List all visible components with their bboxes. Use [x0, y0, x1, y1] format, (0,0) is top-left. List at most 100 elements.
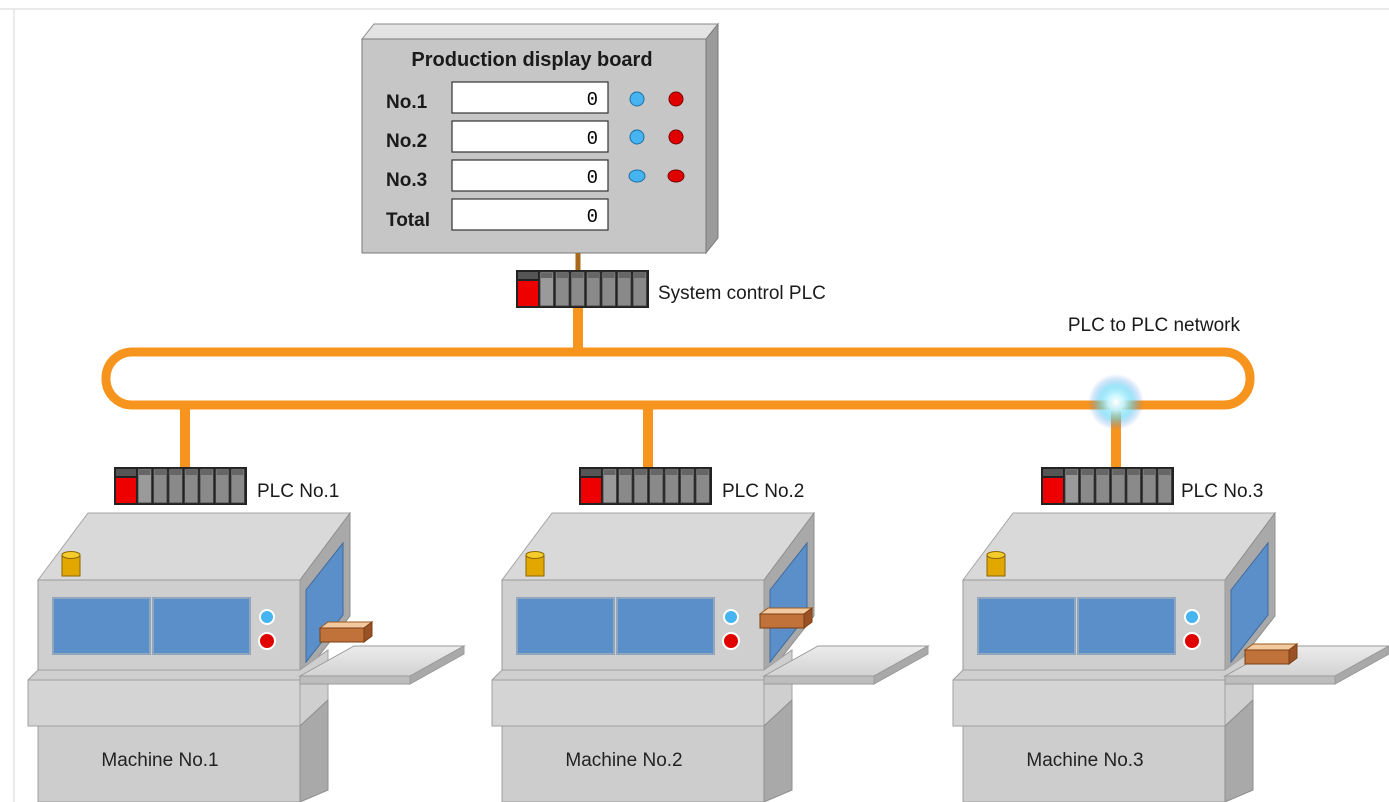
- plc-io-terminal: [650, 470, 662, 475]
- machine-side-window: [305, 541, 344, 664]
- plc-io-terminal: [587, 273, 599, 278]
- plc-io-terminal: [572, 273, 584, 278]
- board-value-no1: 0: [587, 89, 598, 111]
- plc-io-module: [602, 468, 617, 504]
- plc-cpu-module: [581, 478, 601, 503]
- plc-io-module: [680, 468, 695, 504]
- board-row-label-no3: No.3: [386, 170, 427, 191]
- plc-io-terminal: [139, 470, 151, 475]
- plc-cpu-top: [1043, 469, 1063, 476]
- beacon-top: [61, 551, 81, 559]
- board-top-face: [360, 23, 720, 40]
- plc-io-terminal: [1066, 470, 1078, 475]
- output-tray-edge: [763, 675, 875, 685]
- machine-foot: [37, 725, 301, 802]
- output-tray-edge: [1224, 675, 1336, 685]
- machine-base: [952, 679, 1226, 727]
- board-side-face: [705, 22, 719, 255]
- lamp-blue-icon: [629, 91, 645, 107]
- board-value-no2: 0: [587, 128, 598, 150]
- plc-io-module: [1080, 468, 1095, 504]
- plc-io-terminal: [666, 470, 678, 475]
- plc-io-module: [215, 468, 230, 504]
- lamp-blue-icon: [629, 129, 645, 145]
- plc-io-terminal: [634, 273, 646, 278]
- plc-io-module: [168, 468, 183, 504]
- plc-io-module: [230, 468, 245, 504]
- plc-io-terminal: [635, 470, 647, 475]
- machine-no1: [27, 511, 466, 802]
- machine-screen: [516, 597, 615, 655]
- plc-no1: [114, 467, 247, 505]
- plc-io-terminal: [1112, 470, 1124, 475]
- plc-cpu-module: [1043, 478, 1063, 503]
- machine-no2: [491, 511, 930, 802]
- lamp-red-icon: [668, 129, 684, 145]
- workpiece-icon: [759, 613, 805, 629]
- workpiece-icon: [1244, 649, 1290, 665]
- board-row-label-no2: No.2: [386, 131, 427, 152]
- plc-io-module: [199, 468, 214, 504]
- plc-io-module: [618, 468, 633, 504]
- plc-io-terminal: [1097, 470, 1109, 475]
- board-title: Production display board: [411, 49, 652, 71]
- production-display-board: Production display board No.1 0 No.2 0 N…: [360, 22, 720, 255]
- machine-screen: [616, 597, 715, 655]
- machine-foot: [501, 725, 765, 802]
- output-tray-side: [1334, 645, 1389, 685]
- plc-io-module: [1142, 468, 1157, 504]
- plc-io-module: [586, 271, 601, 307]
- workpiece-side: [803, 607, 813, 629]
- board-value-box-total: [451, 198, 609, 231]
- machine-lamp-red-icon: [258, 632, 276, 650]
- network-label: PLC to PLC network: [1068, 315, 1241, 336]
- plc-io-module: [184, 468, 199, 504]
- plc-io-module: [695, 468, 710, 504]
- machine-base: [27, 679, 301, 727]
- board-row-label-no1: No.1: [386, 92, 428, 113]
- system-control-plc: [516, 270, 649, 308]
- plc-io-terminal: [154, 470, 166, 475]
- plc-io-module: [539, 271, 554, 307]
- machine-lamp-blue-icon: [723, 609, 739, 625]
- plc-io-module: [649, 468, 664, 504]
- machine-screen: [52, 597, 151, 655]
- plc-io-terminal: [603, 273, 615, 278]
- output-tray-side: [873, 645, 929, 685]
- machine-top: [962, 512, 1276, 581]
- plc-no1-label: PLC No.1: [257, 481, 339, 502]
- plc-io-terminal: [1128, 470, 1140, 475]
- machine-no1-label: Machine No.1: [101, 750, 218, 771]
- machine-lamp-blue-icon: [1184, 609, 1200, 625]
- machine-foot: [962, 725, 1226, 802]
- plc-io-terminal: [618, 273, 630, 278]
- plc-io-module: [1095, 468, 1110, 504]
- machine-no3: [952, 511, 1389, 802]
- machine-no3-label: Machine No.3: [1026, 750, 1143, 771]
- machine-top: [37, 512, 351, 581]
- machine-side-window: [1230, 541, 1269, 664]
- machine-screen: [1077, 597, 1176, 655]
- board-value-box-no1: [451, 81, 609, 114]
- machine-lamp-red-icon: [1183, 632, 1201, 650]
- board-value-total: 0: [587, 206, 598, 228]
- plc-io-module: [617, 271, 632, 307]
- system-plc-label: System control PLC: [658, 283, 826, 304]
- machine-base: [491, 679, 765, 727]
- network-loop: [101, 347, 1255, 410]
- board-value-no3: 0: [587, 167, 598, 189]
- plc-cpu-module: [116, 478, 136, 503]
- plc-io-terminal: [170, 470, 182, 475]
- output-tray-edge: [299, 675, 411, 685]
- plc-cpu-top: [581, 469, 601, 476]
- plc-io-terminal: [697, 470, 709, 475]
- workpiece-side: [1288, 643, 1298, 665]
- plc-io-terminal: [541, 273, 553, 278]
- plc-io-terminal: [185, 470, 197, 475]
- workpiece-top: [758, 607, 814, 615]
- plc-io-terminal: [216, 470, 228, 475]
- machine-lamp-blue-icon: [259, 609, 275, 625]
- plc-io-module: [1126, 468, 1141, 504]
- plc-io-module: [570, 271, 585, 307]
